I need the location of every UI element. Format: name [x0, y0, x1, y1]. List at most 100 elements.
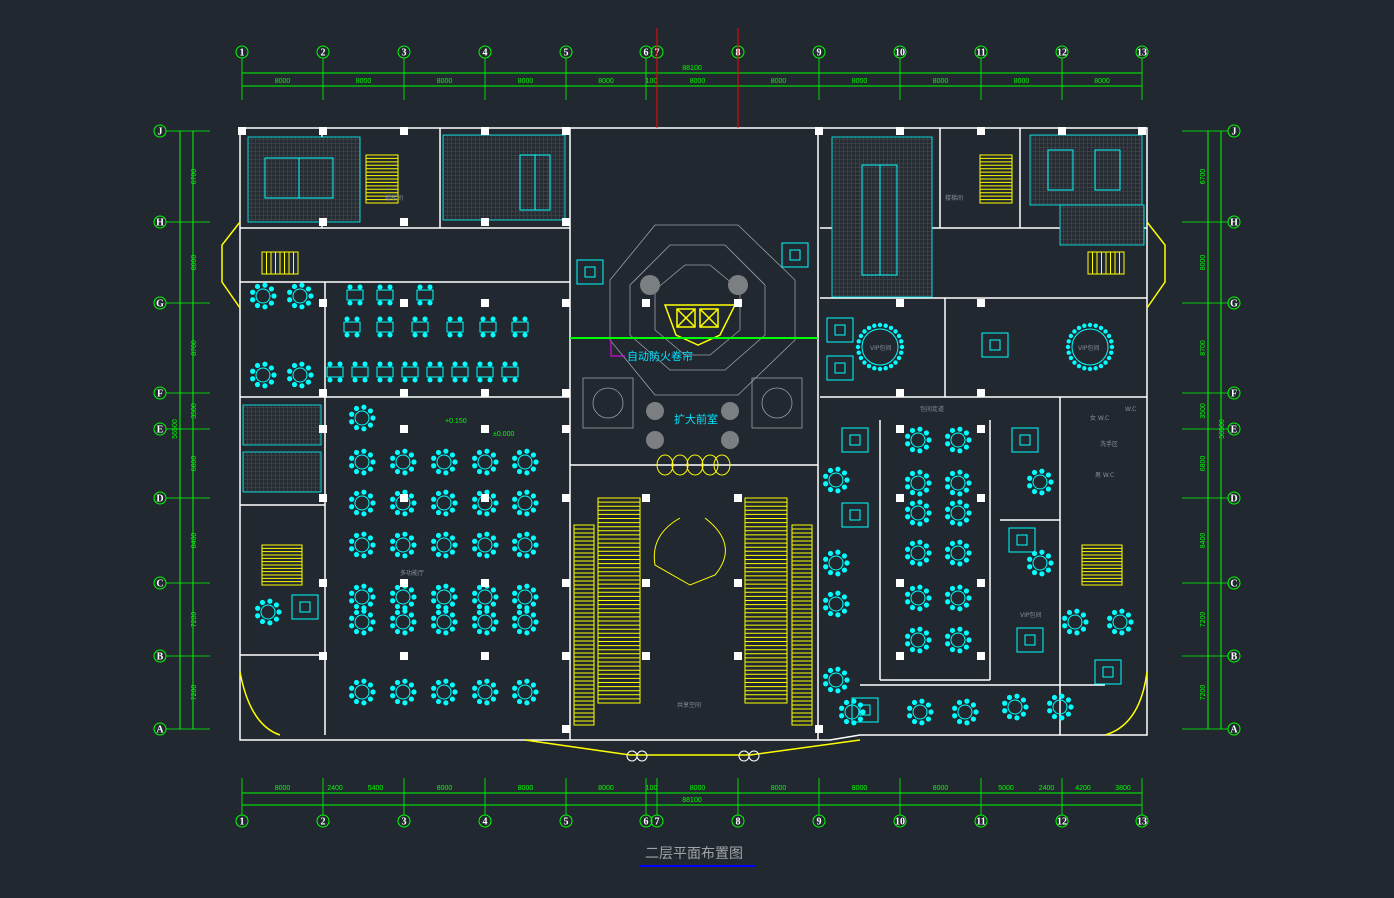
chair: [1020, 697, 1027, 703]
chair: [1039, 468, 1045, 474]
chair: [970, 702, 977, 708]
axis-label-9: 9: [817, 817, 822, 828]
chair: [524, 531, 530, 537]
sofa-set: [841, 502, 869, 528]
chair: [516, 698, 523, 705]
chair: [827, 569, 834, 576]
round-table: [828, 555, 844, 571]
chair: [367, 452, 374, 458]
round-table: [292, 367, 308, 383]
chair: [435, 449, 442, 456]
chair: [945, 599, 951, 605]
chair: [449, 626, 456, 632]
dimension-segment: 8000: [771, 785, 787, 792]
chair: [299, 282, 305, 288]
chair: [354, 332, 360, 338]
chair: [427, 300, 433, 306]
dimension-segment: 100: [646, 78, 658, 85]
chair: [963, 487, 970, 493]
column: [896, 389, 904, 397]
axis-bubble: [478, 45, 492, 59]
dimension-segment: 8000: [690, 785, 706, 792]
chair: [1103, 360, 1108, 365]
dimension-segment: 6800: [191, 456, 198, 472]
chair: [945, 476, 951, 482]
chair: [367, 612, 374, 618]
coffee-table: [1024, 634, 1036, 646]
axis-bubble: [1055, 45, 1069, 59]
chair: [457, 332, 463, 338]
column: [481, 494, 489, 502]
chair: [268, 300, 275, 306]
chair: [533, 619, 539, 625]
antechamber-label: 扩大前室: [674, 412, 718, 426]
chair: [276, 609, 282, 615]
chair: [835, 571, 841, 577]
chair: [431, 693, 437, 699]
chair: [1059, 715, 1065, 721]
axis-label-E: E: [1231, 425, 1238, 436]
chair: [851, 698, 857, 704]
chair: [899, 339, 904, 344]
chair: [516, 628, 523, 635]
chair: [361, 583, 367, 589]
chair: [923, 503, 930, 509]
chair: [841, 553, 848, 559]
chair: [357, 284, 363, 290]
chair: [844, 677, 850, 683]
chair: [472, 538, 478, 544]
chair: [349, 685, 355, 691]
column: [319, 127, 327, 135]
axis-bubble: [1227, 124, 1241, 138]
chair: [1002, 700, 1008, 706]
round-table: [910, 545, 926, 561]
chair: [349, 419, 355, 425]
dimension-segment: 8000: [275, 785, 291, 792]
chair: [402, 470, 408, 476]
chair: [305, 286, 312, 292]
axis-bubble: [559, 45, 573, 59]
women-wc-label: 女 W.C: [1090, 414, 1109, 422]
chair: [1103, 329, 1108, 334]
chair: [841, 567, 848, 573]
chair: [435, 532, 442, 539]
chair: [949, 585, 956, 592]
chair: [1098, 325, 1104, 331]
chair: [823, 564, 829, 570]
column: [977, 579, 985, 587]
chair: [408, 612, 415, 618]
chair: [347, 284, 353, 290]
chair: [435, 609, 442, 616]
round-table: [861, 328, 899, 366]
chair: [490, 696, 497, 702]
chair: [449, 549, 456, 555]
chair: [923, 644, 930, 650]
chair: [449, 601, 456, 607]
chair: [893, 329, 898, 334]
chair: [857, 716, 864, 722]
booth-table: [511, 321, 529, 333]
round-table: [828, 472, 844, 488]
axis-bubble: [235, 45, 249, 59]
chair: [973, 709, 979, 715]
chair: [377, 284, 383, 290]
dimension-segment: 8000: [356, 78, 372, 85]
chair: [472, 685, 478, 691]
chair: [472, 504, 478, 510]
chair: [353, 490, 360, 497]
chair: [361, 489, 367, 495]
axis-bubble: [559, 814, 573, 828]
booth-table: [376, 366, 394, 378]
chair: [402, 489, 408, 495]
chair: [966, 480, 972, 486]
round-table: [517, 537, 533, 553]
booth-table: [479, 321, 497, 333]
chair: [394, 698, 401, 705]
chair: [352, 377, 358, 383]
axis-label-12: 12: [1057, 48, 1067, 59]
chair: [447, 316, 453, 322]
round-table: [395, 454, 411, 470]
sofa-set: [1008, 527, 1036, 553]
chair: [472, 693, 478, 699]
chair: [905, 546, 911, 552]
